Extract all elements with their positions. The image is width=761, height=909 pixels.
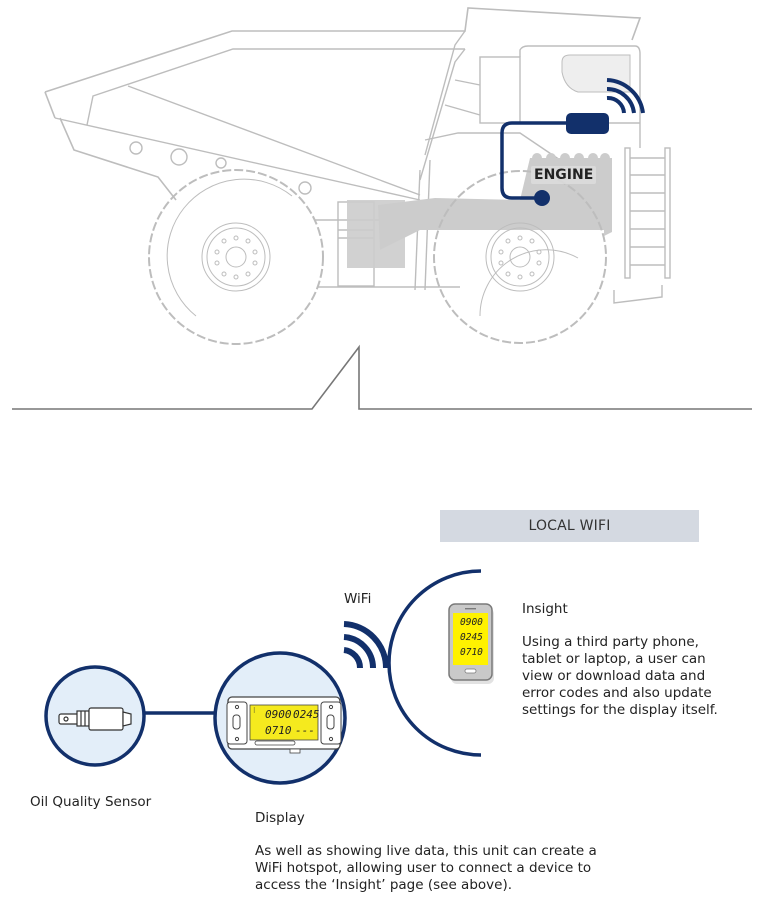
cab-window <box>561 54 631 93</box>
wifi-signal-icon <box>343 621 390 669</box>
insight-description-line: tablet or laptop, a user can <box>522 651 706 667</box>
local-wifi-banner: LOCAL WIFI <box>440 510 699 542</box>
insight-title: Insight <box>522 601 568 617</box>
insight-arc <box>387 569 482 757</box>
insight-description-line: Using a third party phone, <box>522 634 699 650</box>
display-lcd-indicator: ⁝ <box>253 706 256 715</box>
display-title: Display <box>255 810 305 826</box>
engine-label: ENGINE <box>531 166 597 184</box>
display-lcd-line1-left: 0900 <box>265 708 292 721</box>
display-lcd-line1-right: 0245 <box>293 708 320 721</box>
display-lcd-line2-right: --- <box>295 724 315 737</box>
insight-description: Using a third party phone, tablet or lap… <box>522 634 757 719</box>
phone-lcd-line-2: 0245 <box>460 632 483 643</box>
truck-wifi-icon <box>606 78 645 114</box>
display-device-icon <box>226 696 342 754</box>
front-wheel <box>433 170 607 344</box>
phone-lcd-line-1: 0900 <box>460 617 483 628</box>
haul-truck-illustration <box>12 7 752 410</box>
truck-display-unit <box>566 113 609 134</box>
truck-body-outline <box>44 7 671 304</box>
ground-line <box>12 344 752 410</box>
oil-sensor-icon <box>58 707 132 731</box>
phone-icon <box>448 603 494 684</box>
engine-sensor-dot <box>534 190 550 206</box>
sensor-label: Oil Quality Sensor <box>30 794 152 810</box>
display-description: As well as showing live data, this unit … <box>255 843 597 893</box>
engine-cable <box>500 121 568 200</box>
insight-description-line: error codes and also update <box>522 685 712 701</box>
phone-lcd-line-3: 0710 <box>460 647 483 658</box>
wifi-label: WiFi <box>344 591 372 607</box>
wifi-diagram <box>44 569 494 785</box>
display-lcd-line2-left: 0710 <box>265 724 292 737</box>
rear-wheel <box>148 169 324 345</box>
insight-description-line: view or download data and <box>522 668 706 684</box>
insight-description-line: settings for the display itself. <box>522 702 718 718</box>
